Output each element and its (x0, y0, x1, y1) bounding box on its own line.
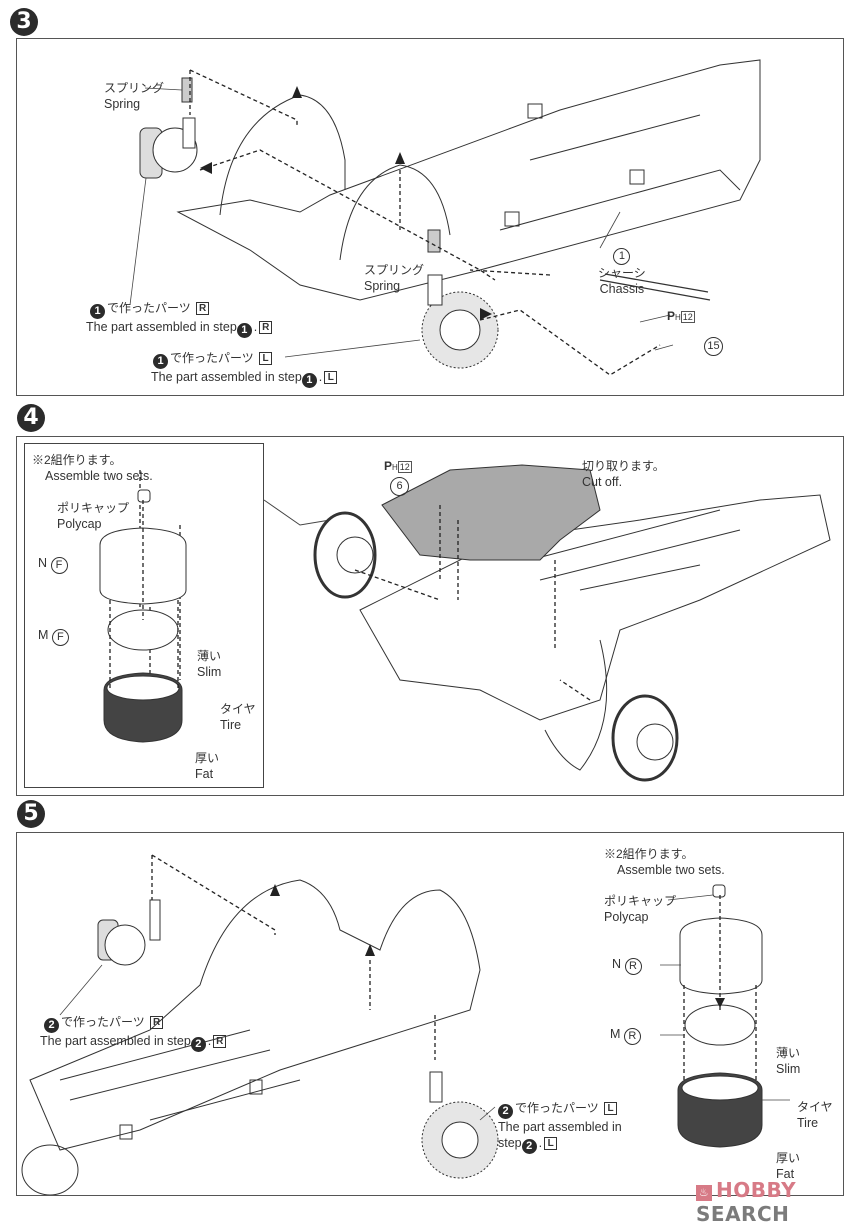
spring-label-mid: スプリング Spring (364, 263, 425, 293)
step-3-strut-r-drawing (139, 77, 198, 179)
step-ref-badge: 2 (498, 1104, 513, 1119)
step-5-rim-n-label: N R (612, 956, 642, 975)
step-ref-badge: 2 (44, 1018, 59, 1033)
step-4-front-wheel-drawing (313, 511, 377, 599)
step-5-frame (16, 832, 844, 1196)
side-tag-r: R (196, 302, 210, 315)
arrow-right-icon (480, 308, 492, 320)
step-4-cut-off-label: 切り取ります。 Cut off. (582, 459, 665, 489)
hobby-search-logo-icon: ♨ (696, 1185, 712, 1201)
step-5-fat-label: 厚い Fat (776, 1151, 801, 1181)
step-4-note: ※2組作ります。 Assemble two sets. (32, 453, 153, 483)
step-ref-badge: 1 (153, 354, 168, 369)
chassis-label: 1 シャーシ Chassis (598, 248, 646, 296)
step-4-tire-label: タイヤ Tire (220, 702, 256, 732)
step-4-slim-label: 薄い Slim (197, 649, 222, 679)
illustration-layer (21, 59, 831, 1196)
step-4-polycap-label: ポリキャップ Polycap (57, 501, 130, 531)
step-4-fat-label: 厚い Fat (195, 751, 220, 781)
side-tag-l: L (604, 1102, 618, 1115)
step-5-tire-label: タイヤ Tire (797, 1100, 833, 1130)
side-tag-l: L (544, 1137, 558, 1150)
step-number-5: 5 (17, 800, 45, 828)
step-4-wheel-inset (24, 443, 264, 788)
step-4-frame (16, 436, 844, 796)
step-ref-badge: 1 (301, 373, 317, 388)
step-4-rim-m-label: M F (38, 627, 69, 646)
step-4-floor-plate-drawing (381, 464, 601, 561)
step-ref-badge: 1 (90, 304, 105, 319)
step-4-rim-n-label: N F (38, 555, 68, 574)
step-5-note: ※2組作ります。 Assemble two sets. (604, 847, 725, 877)
arrow-up-icon (395, 152, 405, 164)
step-ref-badge: 1 (236, 323, 252, 338)
step-ref-badge: 2 (190, 1037, 206, 1052)
step-number-4: 4 (17, 404, 45, 432)
arrow-left-icon (200, 162, 212, 174)
step-3-frame (16, 38, 844, 396)
step-number-3: 3 (10, 8, 38, 36)
step-5-strut-l-drawing (421, 1071, 499, 1179)
step-ref-badge: 2 (521, 1139, 537, 1154)
step-3-chassis-drawing (176, 59, 761, 301)
side-tag-l: L (324, 371, 338, 384)
side-tag-r: R (259, 321, 273, 334)
part-number-badge: 1 (613, 248, 631, 265)
side-tag-r: R (150, 1016, 164, 1029)
step-4-rear-wheel-drawing (611, 694, 679, 782)
spring-label-top: スプリング Spring (104, 81, 165, 111)
arrow-up-icon (292, 86, 302, 98)
step-5-inset-wheel-drawing (677, 884, 763, 1148)
tie-rod-part-number: 15 (704, 336, 723, 356)
step-5-rim-m-label: M R (610, 1026, 641, 1045)
step-4-plate-part-number: 6 (390, 476, 409, 496)
step-5-strut-r-drawing (97, 899, 161, 966)
step-5-slim-label: 薄い Slim (776, 1046, 801, 1076)
side-tag-l: L (259, 352, 273, 365)
side-tag-r: R (213, 1035, 227, 1048)
step-5-polycap-label: ポリキャップ Polycap (604, 894, 677, 924)
step-3-strut-l-drawing (421, 229, 499, 369)
hobby-search-watermark: ♨HOBBY SEARCH (696, 1178, 797, 1226)
